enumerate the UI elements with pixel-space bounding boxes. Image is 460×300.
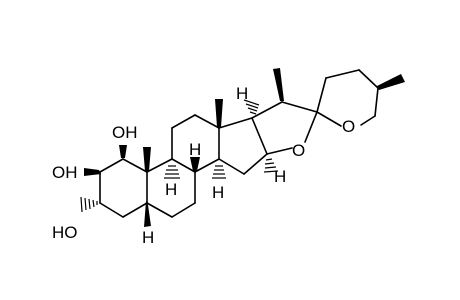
hydrogen-label-c17: H: [236, 84, 248, 103]
atom-labels: OH OH HO O O H H H H H H: [52, 84, 355, 247]
ring-b-bonds: [146, 158, 196, 218]
wedge-bonds: [84, 68, 405, 227]
ring-d-bonds: [218, 117, 268, 175]
ring-f-pyran-bonds: [316, 69, 379, 127]
hydroxyl-label-c2: OH: [52, 163, 78, 182]
hydrogen-label-c8: H: [189, 140, 201, 159]
ring-c-bonds: [171, 114, 220, 173]
hydroxyl-label-c1: OH: [112, 123, 138, 142]
ring-e-furan-bonds: [251, 101, 318, 155]
hydrogen-label-c16: H: [274, 167, 286, 186]
hydroxyl-label-c3: HO: [52, 223, 78, 242]
hash-bonds: [80, 99, 279, 213]
hydrogen-label-c14: H: [212, 183, 224, 202]
ring-a-bonds: [99, 158, 148, 218]
hydrogen-label-c5: H: [142, 228, 154, 247]
ring-oxygen-furan: O: [292, 141, 305, 160]
ring-oxygen-pyran: O: [342, 117, 355, 136]
hydrogen-label-c9: H: [165, 180, 177, 199]
